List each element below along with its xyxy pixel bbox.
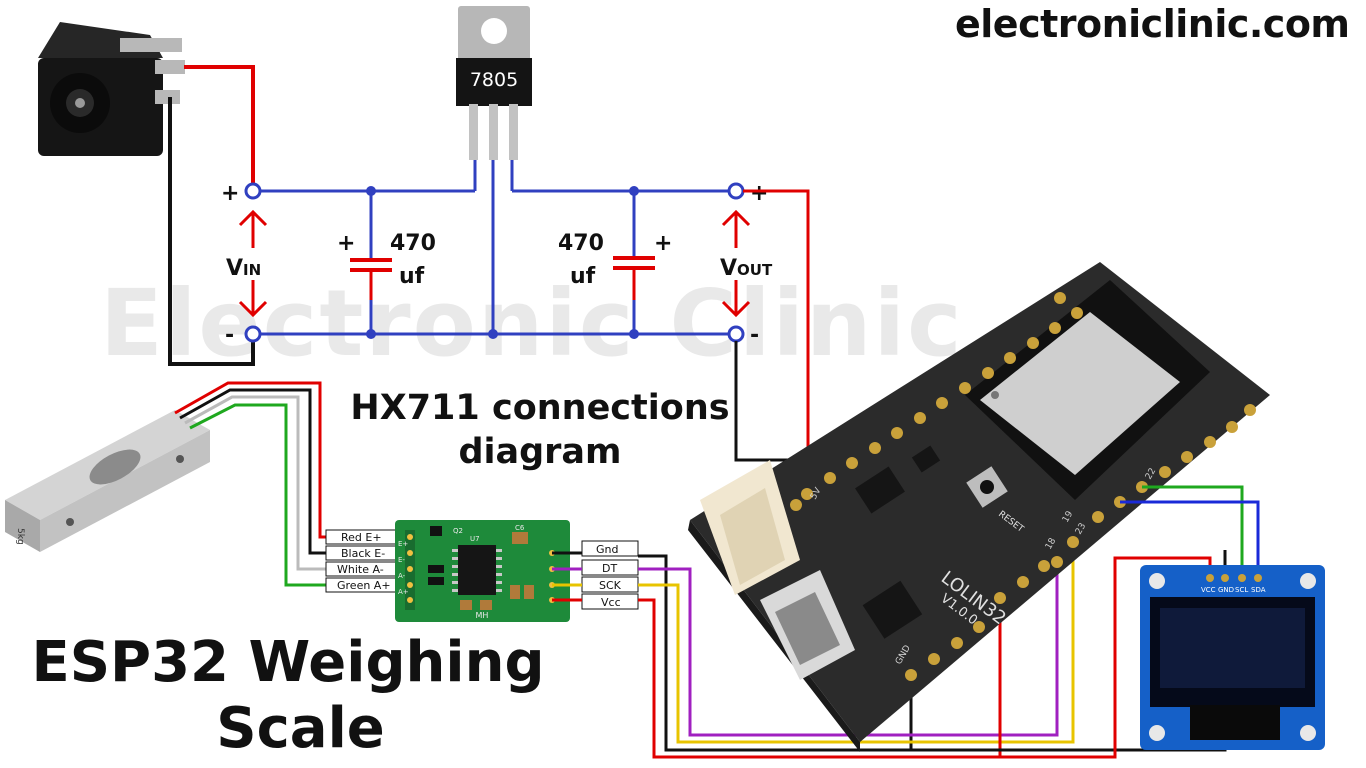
diagram-title: HX711 connections diagram	[330, 386, 750, 474]
capacitor-output-value: 470	[558, 231, 604, 256]
hx711-silk-q2: Q2	[453, 527, 463, 535]
vout-terminal: + - VOUT	[720, 181, 773, 348]
wire-vcc	[638, 598, 1002, 759]
hx711-silk-c6: C6	[515, 524, 525, 532]
capacitor-output: 470 uf +	[488, 186, 672, 339]
hx711-silk-u7: U7	[470, 535, 480, 543]
vout-subscript: OUT	[737, 261, 773, 279]
oled-pin-vcc: VCC	[1201, 586, 1216, 594]
oled-sda-wire	[1120, 500, 1260, 574]
wire-sck	[638, 542, 1075, 744]
main-title-line1: ESP32 Weighing	[31, 630, 545, 695]
output-label-gnd: Gnd	[596, 543, 618, 556]
oled-data-wires	[1120, 485, 1260, 574]
svg-text:VOUT: VOUT	[720, 256, 773, 281]
jack-black-wire	[168, 97, 255, 366]
oled-pin-sda: SDA	[1251, 586, 1266, 594]
site-name: electroniclinic.com	[955, 2, 1350, 46]
regulator-7805: 7805	[456, 6, 532, 160]
oled-vcc-wire	[1000, 556, 1212, 759]
vin-subscript: IN	[243, 261, 261, 279]
hx711-silk-am: A-	[398, 572, 406, 580]
vin-plus: +	[221, 181, 239, 206]
capacitor-input: + 470 uf	[337, 186, 436, 339]
capacitor-output-unit: uf	[570, 264, 596, 289]
oled-module: VCC GND SCL SDA	[1140, 565, 1325, 750]
wire-green	[189, 403, 404, 587]
hx711-board: MH Q2 U7 C6 E+ E- A- A+	[395, 520, 570, 622]
hx711-output-labels: Gnd DT SCK Vcc	[581, 540, 639, 610]
main-title: ESP32 Weighing Scale	[8, 630, 568, 762]
vout-red-wire	[743, 189, 810, 494]
capacitor-input-unit: uf	[399, 264, 425, 289]
output-label-sck: SCK	[599, 579, 622, 592]
capacitor-input-polarity: +	[337, 231, 355, 256]
hx711-silk-ep: E+	[398, 540, 408, 548]
svg-text:VIN: VIN	[226, 256, 261, 281]
wire-label-black: Black E-	[341, 547, 385, 560]
load-cell-wire-labels: Red E+ Black E- White A- Green A+	[325, 529, 403, 593]
output-label-vcc: Vcc	[601, 596, 621, 609]
vout-label: V	[720, 256, 737, 281]
watermark: Electronic Clinic	[100, 270, 964, 377]
dc-barrel-jack	[38, 22, 185, 156]
wire-gnd	[638, 554, 913, 752]
wire-label-white: White A-	[337, 563, 384, 576]
main-title-line2: Scale	[216, 696, 385, 761]
vin-minus: -	[225, 323, 234, 348]
hx711-stubs	[552, 551, 582, 602]
hx711-silk-ap: A+	[398, 588, 409, 596]
regulator-label: 7805	[470, 69, 518, 91]
oled-pin-gnd: GND	[1218, 586, 1234, 594]
diagram-title-line1: HX711 connections	[350, 388, 730, 428]
output-label-dt: DT	[602, 562, 617, 575]
esp32-pin-22: 22	[1144, 467, 1158, 482]
power-rails	[253, 158, 736, 336]
svg-text:5kg: 5kg	[15, 528, 25, 545]
vin-terminal: + - VIN	[221, 181, 268, 348]
hx711-silk-em: E-	[398, 556, 405, 564]
wire-label-red: Red E+	[341, 531, 382, 544]
vin-label: V	[226, 256, 243, 281]
vout-plus: +	[750, 181, 768, 206]
capacitor-input-value: 470	[390, 231, 436, 256]
diagram-title-line2: diagram	[458, 432, 622, 472]
jack-red-wire	[184, 65, 255, 190]
hx711-to-esp32-wires	[638, 542, 1075, 759]
esp32-board: LOLIN32 V1.0.0 RESET 19 23 18 GND 22 5V	[688, 262, 1270, 752]
wire-label-green: Green A+	[337, 579, 391, 592]
esp32-pin-23: 23	[1074, 522, 1088, 537]
capacitor-output-polarity: +	[654, 231, 672, 256]
oled-scl-wire	[1142, 485, 1244, 574]
oled-pin-scl: SCL	[1235, 586, 1248, 594]
wire-dt	[638, 562, 1059, 737]
hx711-maker: MH	[476, 611, 489, 620]
load-cell: 5kg	[5, 410, 210, 552]
vout-minus: -	[750, 323, 759, 348]
